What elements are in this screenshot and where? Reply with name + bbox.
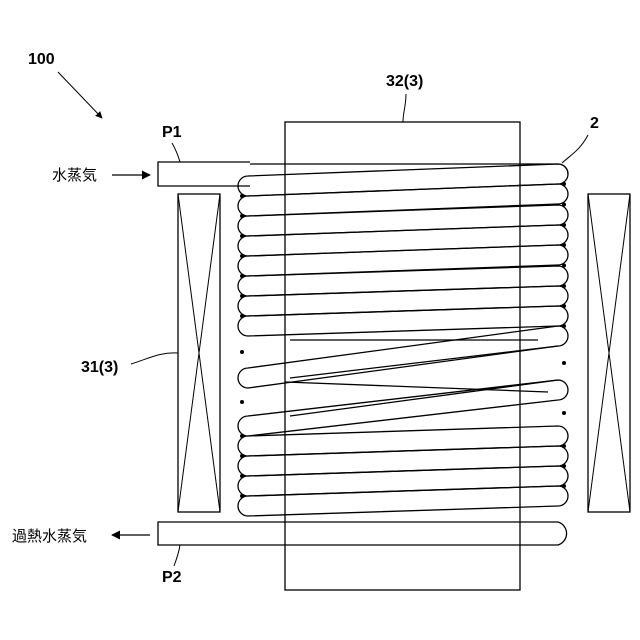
coil-contact-mark (240, 350, 244, 354)
coil-contact-mark (562, 444, 566, 448)
coil-contact-mark (562, 243, 566, 247)
coil-turn (238, 164, 568, 196)
inlet-pipe (158, 162, 250, 186)
coil-contact-mark (562, 182, 566, 186)
outer-coil-leader (131, 353, 178, 364)
coil-contact-mark (240, 434, 244, 438)
inlet-flow-label: 水蒸気 (52, 166, 97, 184)
coil-contact-mark (562, 484, 566, 488)
label-outlet-pipe: P2 (162, 569, 182, 586)
label-inlet-pipe: P1 (162, 124, 182, 141)
coil-back-strand (290, 380, 558, 416)
coil-turn (238, 486, 568, 516)
coil-contact-mark (240, 294, 244, 298)
left-coil-block (178, 194, 220, 512)
outlet-flow-label: 過熱水蒸気 (12, 527, 87, 545)
coil-leader (562, 135, 588, 163)
inner-core-leader (403, 94, 406, 122)
outlet-pipe (158, 522, 250, 545)
coil-outlet-lead (250, 522, 567, 545)
right-coil-block (588, 194, 630, 512)
label-device: 100 (28, 51, 55, 68)
label-coil: 2 (590, 115, 599, 132)
coil-turn (238, 225, 568, 256)
coil-contact-mark (562, 264, 566, 268)
coil-contact-mark (562, 324, 566, 328)
coil-contact-mark (240, 474, 244, 478)
coil-contact-mark (240, 314, 244, 318)
outlet-pipe-leader (174, 545, 180, 566)
label-inner-core: 32(3) (386, 73, 423, 90)
coil-contact-mark (240, 274, 244, 278)
coil-contact-mark (240, 194, 244, 198)
coil-turn (238, 184, 568, 216)
coil-back-strand (290, 346, 558, 378)
coil-contact-mark (562, 411, 566, 415)
coil-contact-mark (240, 454, 244, 458)
device-arrow (58, 72, 102, 118)
coil-contact-mark (240, 234, 244, 238)
inlet-pipe-leader (172, 143, 180, 162)
coil-contact-mark (240, 494, 244, 498)
coil-contact-mark (562, 464, 566, 468)
coil-contact-mark (562, 203, 566, 207)
coil-contact-mark (562, 284, 566, 288)
coil-contact-mark (562, 223, 566, 227)
coil-contact-mark (240, 254, 244, 258)
label-outer-coil: 31(3) (81, 359, 118, 376)
coil-contact-mark (562, 304, 566, 308)
coil-contact-mark (562, 361, 566, 365)
coil-contact-mark (240, 400, 244, 404)
helical-coil (238, 164, 568, 545)
coil-contact-mark (240, 214, 244, 218)
